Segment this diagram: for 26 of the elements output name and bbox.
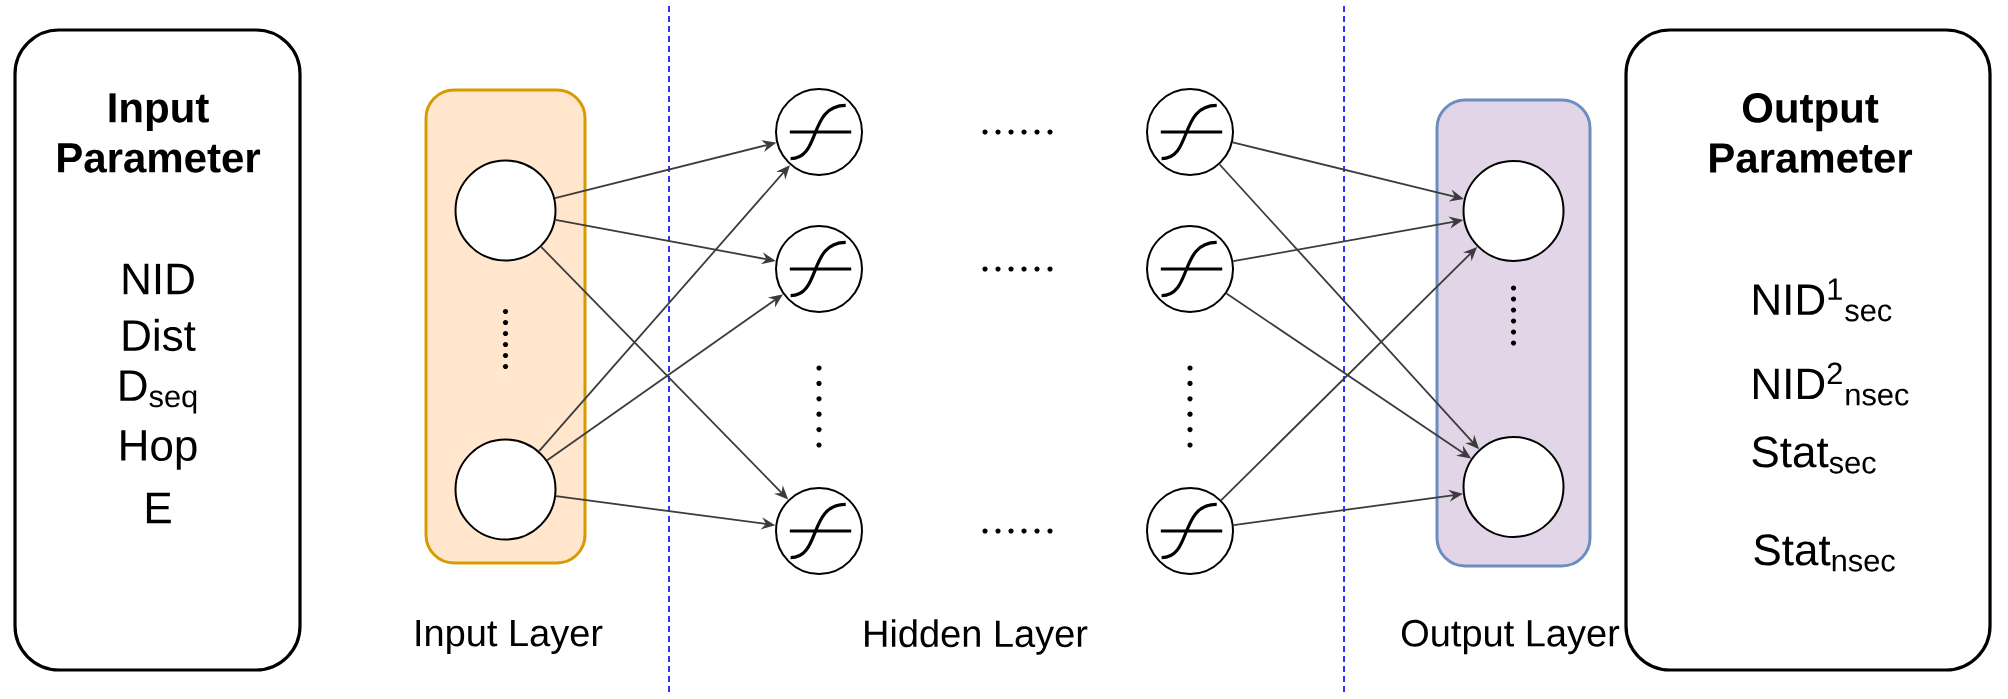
parameter-name: NID — [123, 263, 194, 295]
arrow — [546, 294, 783, 462]
neuron-circle — [775, 225, 863, 313]
neuron-circle — [775, 487, 863, 575]
layer-label: Output Layer — [1401, 619, 1620, 655]
neuron-circle — [1146, 487, 1234, 575]
parameter-name: E — [146, 492, 171, 524]
box-heading: Output Parameter — [1710, 93, 1913, 173]
parameter-name: D$_{seq}$ — [120, 370, 197, 414]
parameter-name: Stat$_{sec}$ — [1752, 436, 1876, 474]
neuron-circle — [454, 159, 557, 262]
parameter-name: NID$^{2}$nsec — [1754, 362, 1909, 406]
arrow — [538, 165, 790, 453]
parameter-name: Dist — [123, 318, 196, 352]
neuron-circle — [1462, 436, 1565, 538]
neuron-circle — [454, 438, 557, 541]
layer-label: Input Layer — [416, 620, 603, 654]
box-heading: Input Parameter — [58, 93, 261, 173]
parameter-name: Hop — [121, 430, 197, 470]
layer-label: Hidden Layer — [865, 619, 1088, 655]
parameter-name: NID$^{1}$sec — [1754, 278, 1892, 322]
neuron-circle — [1146, 88, 1234, 176]
neuron-circle — [775, 88, 863, 176]
neuron-circle — [1462, 160, 1565, 262]
parameter-name: Stat$_{nsec}$ — [1754, 534, 1895, 572]
neuron-circle — [1146, 225, 1234, 313]
